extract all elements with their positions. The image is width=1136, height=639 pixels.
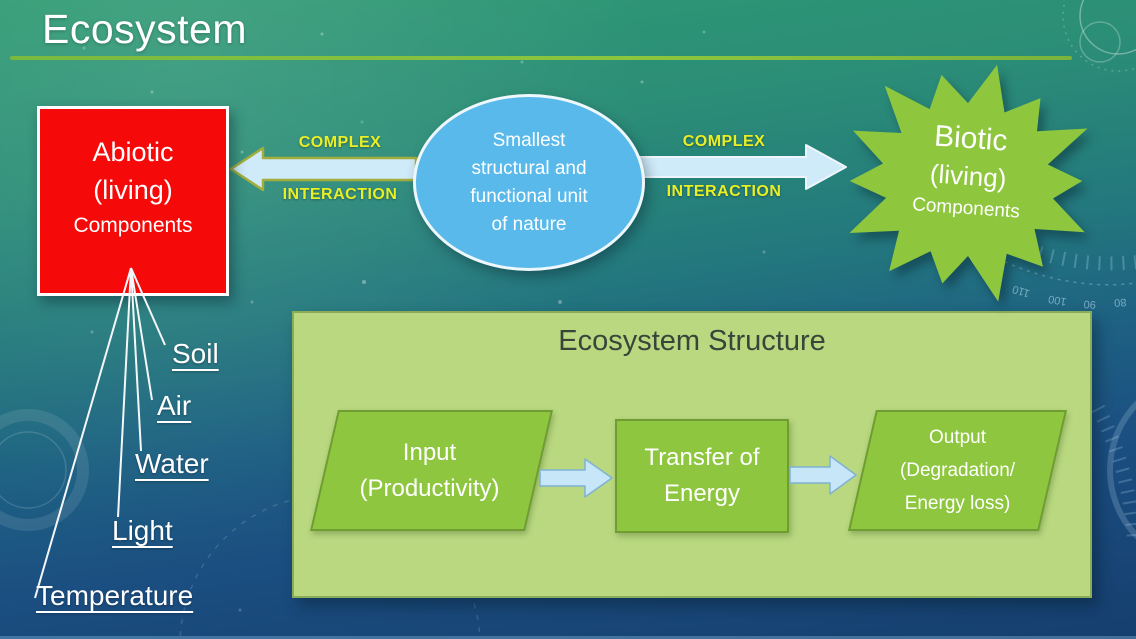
dial-number: 100 [1047, 292, 1067, 307]
factor-label-light: Light [112, 515, 173, 546]
transfer-rectangle [615, 419, 789, 533]
input-step-label: Input (Productivity) [312, 410, 547, 531]
step-line: (Productivity) [359, 474, 500, 502]
left-interaction-arrow-icon [229, 146, 418, 192]
nucleus-line: functional unit [470, 186, 588, 207]
line-to-temperature [34, 267, 132, 599]
nucleus-line: of nature [491, 214, 567, 235]
title-underline [10, 56, 1072, 60]
nucleus-line: Smallest [492, 130, 566, 151]
complex-label-right: COMPLEX [682, 133, 766, 150]
abiotic-line: Abiotic [92, 137, 174, 167]
output-step-label: Output (Degradation/ Energy loss) [850, 410, 1065, 531]
factor-label-water: Water [135, 448, 209, 479]
factor-label-temperature: Temperature [36, 580, 194, 611]
step-line: Energy loss) [904, 493, 1011, 514]
factor-label-air: Air [157, 390, 192, 421]
compass-ring-top-right-icon [1062, 0, 1136, 72]
panel-title: Ecosystem Structure [558, 325, 826, 357]
smallest-unit-ellipse: Smallest structural and functional unit … [413, 94, 645, 271]
step-line: Energy [663, 480, 741, 507]
complex-label-left: COMPLEX [298, 134, 382, 151]
step-line: Output [928, 427, 987, 448]
abiotic-line: Components [73, 214, 193, 237]
biotic-label: Biotic (living) Components [873, 114, 1065, 231]
dial-number: 110 [1011, 283, 1031, 300]
step-line: Input [402, 438, 457, 466]
interaction-label-left: INTERACTION [282, 186, 398, 203]
line-to-light [117, 267, 132, 518]
dial-number: 80 [1114, 296, 1127, 309]
factor-label-soil: Soil [172, 338, 219, 369]
abiotic-box: Abiotic (living) Components [37, 106, 229, 296]
step-line: (Degradation/ [899, 460, 1016, 481]
ecosystem-structure-panel: Ecosystem Structure Input (Productivity)… [292, 311, 1092, 598]
dial-number: 90 [1083, 298, 1096, 311]
transfer-step-label: Transfer of Energy [615, 419, 789, 533]
slide-title: Ecosystem [42, 6, 247, 52]
nucleus-line: structural and [471, 158, 587, 179]
step-line: Transfer of [644, 444, 760, 471]
abiotic-line: (living) [93, 175, 173, 205]
interaction-label-right: INTERACTION [666, 183, 782, 200]
